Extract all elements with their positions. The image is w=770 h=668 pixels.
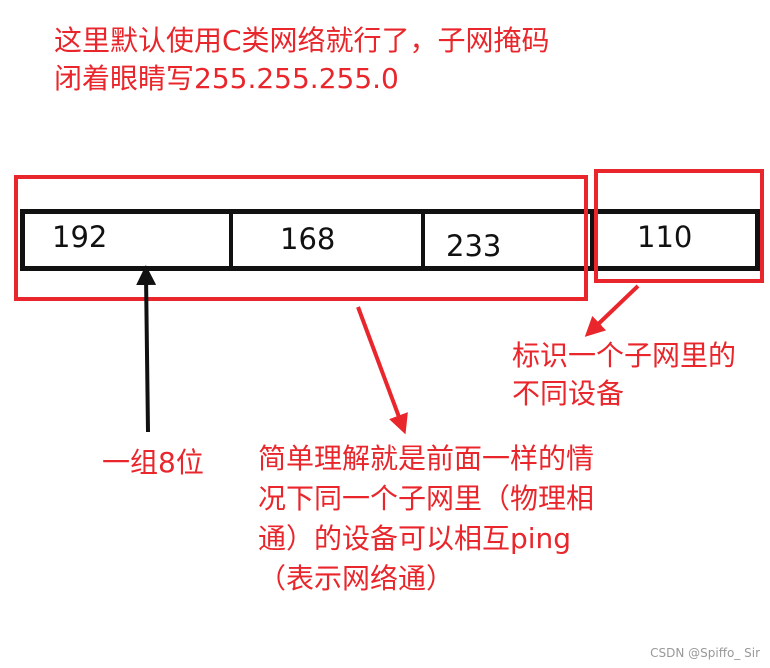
octet-2: 168 [280,222,336,256]
network-note-line-4: （表示网络通） [258,562,455,595]
bits-label: 一组8位 [102,446,204,479]
network-note-line-3: 通）的设备可以相互ping [258,522,572,555]
octet-3: 233 [446,229,502,263]
network-note-arrow [356,306,408,435]
octet-divider-1 [229,211,233,269]
host-note-line-2: 不同设备 [512,377,625,410]
ip-address-bar [20,209,760,271]
network-portion-highlight [14,175,588,301]
octet-divider-3 [590,211,594,269]
octet-divider-2 [421,211,425,269]
octet-1: 192 [52,220,108,254]
title-line-1: 这里默认使用C类网络就行了，子网掩码 [54,24,550,57]
host-note-arrow [584,284,640,337]
title-line-2: 闭着眼睛写255.255.255.0 [54,62,399,95]
host-note-line-1: 标识一个子网里的 [512,339,737,372]
csdn-watermark: CSDN @Spiffo_ Sir [650,646,760,660]
host-portion-highlight [594,169,764,283]
network-note-line-1: 简单理解就是前面一样的情 [258,442,595,475]
octet-4: 110 [637,220,693,254]
network-note-line-2: 况下同一个子网里（物理相 [258,482,595,515]
